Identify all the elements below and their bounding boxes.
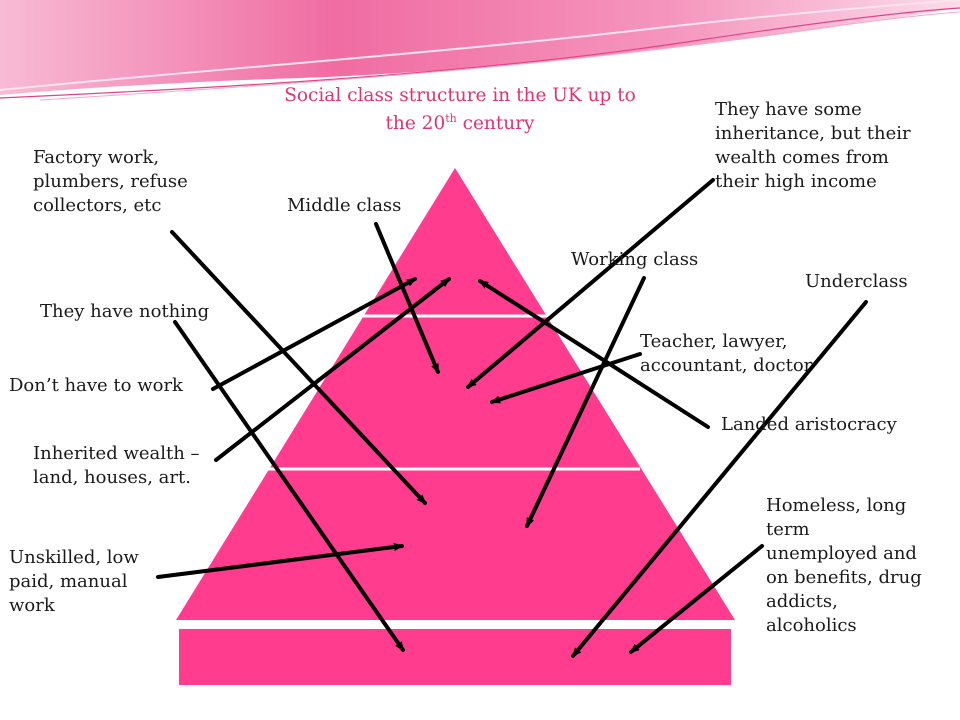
label-middle-class: Middle class xyxy=(287,195,402,216)
label-landed-aristocracy: Landed aristocracy xyxy=(721,414,897,435)
arrow-working-class xyxy=(525,276,646,528)
arrow-teacher xyxy=(490,352,642,404)
class-pyramid xyxy=(160,168,745,685)
arrow-they-have-some xyxy=(466,178,715,389)
top-banner xyxy=(0,0,960,101)
label-dont-have-to-work: Don’t have to work xyxy=(9,375,183,396)
arrow-unskilled xyxy=(156,543,404,579)
pyramid-base-tier xyxy=(179,629,731,685)
arrow-underclass xyxy=(571,300,868,658)
label-they-have-nothing: They have nothing xyxy=(40,301,210,322)
arrow-they-have-nothing xyxy=(173,320,405,652)
arrow-dont-have-to-work xyxy=(211,277,417,391)
arrow-inherited-wealth xyxy=(214,277,451,462)
label-teacher: Teacher, lawyer,accountant, doctor xyxy=(640,331,813,376)
title-line-1: Social class structure in the UK up to xyxy=(284,85,636,106)
arrow-factory-work xyxy=(170,230,427,505)
label-working-class: Working class xyxy=(571,249,699,270)
arrow-middle-class xyxy=(374,222,440,374)
arrow-landed-aristocracy xyxy=(478,279,710,429)
pyramid-body xyxy=(176,168,735,620)
arrows xyxy=(156,178,868,658)
label-inherited-wealth: Inherited wealth –land, houses, art. xyxy=(33,443,200,488)
slide-title: Social class structure in the UK up to t… xyxy=(265,82,655,138)
title-line-2: the 20th century xyxy=(385,112,535,134)
label-underclass: Underclass xyxy=(805,271,908,292)
arrow-homeless xyxy=(629,544,764,654)
